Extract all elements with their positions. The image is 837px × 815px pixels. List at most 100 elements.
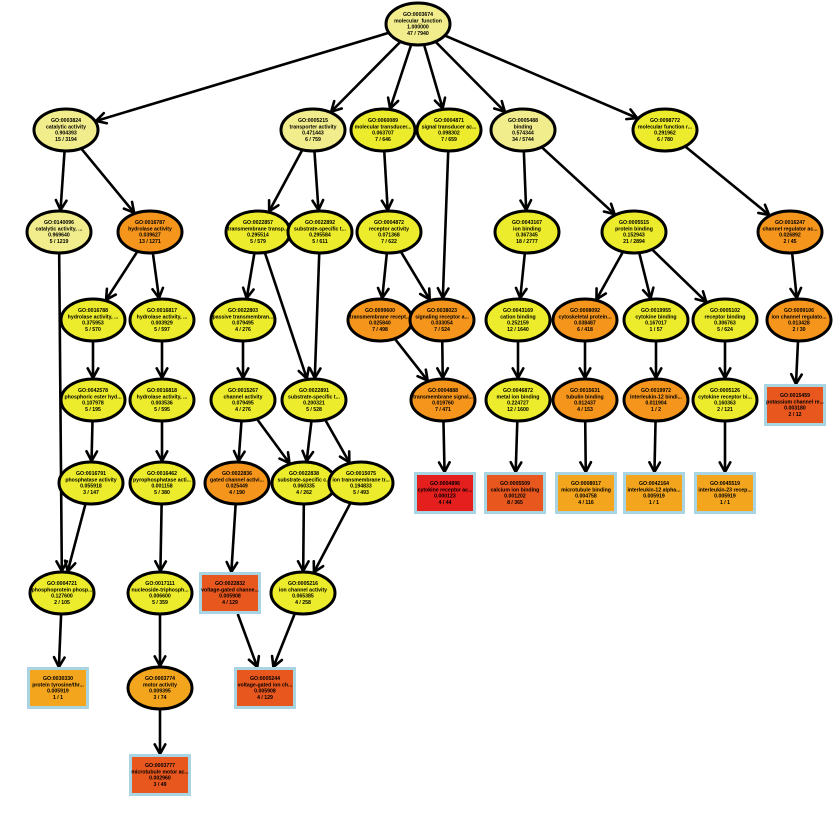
edge-n35-n45 [66, 504, 87, 572]
node-p-value: 0.002960 [149, 776, 171, 782]
node-count: 4 / 276 [235, 407, 251, 413]
node-go-id: GO:0038023 [427, 308, 457, 314]
node-go-id: GO:0004896 [430, 481, 460, 487]
node-term-name: transmembrane transp... [228, 226, 289, 232]
node-term-name: ion channel regulato... [771, 314, 827, 320]
node-ellipse [484, 297, 552, 343]
node-term-name: voltage-gated ion ch... [238, 682, 293, 688]
node-p-value: 0.009395 [149, 689, 171, 695]
edge-n0-n3 [388, 45, 413, 109]
node-ellipse [408, 297, 476, 343]
node-ellipse [600, 209, 668, 255]
node-p-value: 0.012437 [574, 401, 596, 407]
node-term-name: cytokine receptor bi... [698, 394, 752, 400]
node-p-value: 0.160363 [714, 401, 736, 407]
node-count: 7 / 659 [441, 137, 457, 143]
node-go-id: GO:0005515 [619, 220, 649, 226]
node-term-name: receptor activity [369, 226, 409, 232]
node-term-name: hydrolase activity, ... [137, 394, 188, 400]
node-p-value: 0.055918 [80, 484, 102, 490]
node-count: 5 / 1219 [50, 239, 69, 245]
node-ellipse [622, 377, 690, 423]
node-p-value: 0.471443 [302, 131, 324, 137]
node-go-id: GO:0003774 [145, 676, 175, 682]
node-ellipse [484, 377, 552, 423]
node-go-id: GO:0042164 [639, 481, 669, 487]
node-term-name: potassium channel re... [766, 399, 824, 405]
edge-n9-n17 [245, 253, 256, 299]
node-p-value: 0.291962 [654, 131, 676, 137]
node-p-value: 1.000000 [407, 25, 429, 31]
node-term-name: ion binding [513, 226, 541, 232]
node-ellipse [409, 377, 477, 423]
go-node-GO-0017111[interactable]: GO:0017111nucleoside-triphosph...0.00660… [126, 570, 194, 616]
node-box [558, 475, 614, 511]
node-ellipse [32, 107, 100, 153]
node-go-id: GO:0045519 [710, 481, 740, 487]
edge-n45-n49 [57, 614, 63, 668]
node-go-id: GO:0004721 [47, 581, 77, 587]
node-ellipse [59, 377, 127, 423]
node-go-id: GO:0140096 [44, 220, 74, 226]
node-go-id: GO:0005488 [508, 118, 538, 124]
node-count: 4 / 129 [222, 600, 238, 606]
edge-n0-n6 [445, 34, 638, 120]
node-p-value: 0.026892 [779, 233, 801, 239]
node-go-id: GO:0016247 [775, 220, 805, 226]
node-ellipse [286, 209, 354, 255]
edge-n8-n15 [104, 251, 139, 301]
